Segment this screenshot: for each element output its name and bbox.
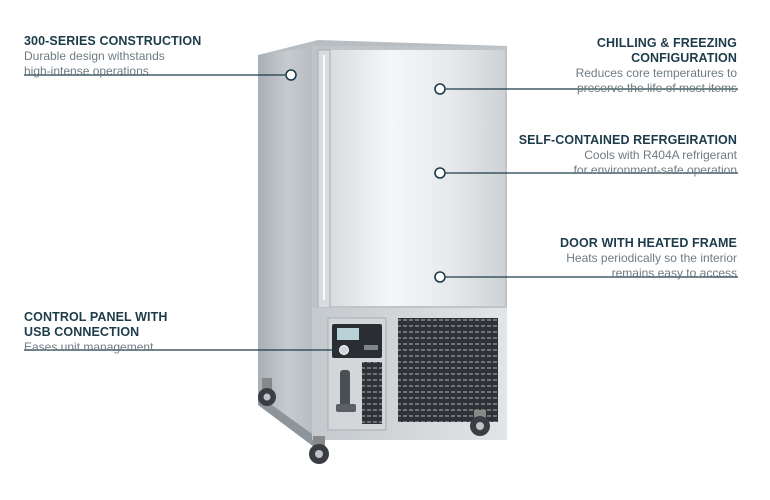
condenser-grill xyxy=(398,318,498,422)
callout-title: CHILLING & FREEZING CONFIGURATION xyxy=(596,36,737,65)
callout-title: 300-SERIES CONSTRUCTION xyxy=(24,34,202,48)
caster-left-rear xyxy=(258,378,276,406)
callout-desc: Eases unit management xyxy=(24,340,154,354)
callout-desc: Heats periodically so the interior remai… xyxy=(566,251,737,280)
control-knob xyxy=(339,345,349,355)
side-vent xyxy=(362,362,382,424)
callout-chilling: CHILLING & FREEZING CONFIGURATION Reduce… xyxy=(576,36,737,96)
callout-construction: 300-SERIES CONSTRUCTION Durable design w… xyxy=(24,34,201,79)
chilling-marker-icon xyxy=(434,83,446,95)
refrigeration-marker-icon xyxy=(434,167,446,179)
construction-marker-icon xyxy=(285,69,297,81)
door-marker-icon xyxy=(434,271,446,283)
cabinet-side xyxy=(258,46,318,438)
callout-title: DOOR WITH HEATED FRAME xyxy=(560,236,737,250)
callout-door: DOOR WITH HEATED FRAME Heats periodicall… xyxy=(560,236,737,281)
callout-title: CONTROL PANEL WITH USB CONNECTION xyxy=(24,310,168,339)
callout-desc: Reduces core temperatures to preserve th… xyxy=(575,66,737,95)
callout-desc: Cools with R404A refrigerant for environ… xyxy=(573,148,737,177)
callout-refrigeration: SELF-CONTAINED REFRGEIRATION Cools with … xyxy=(519,133,737,178)
callout-desc: Durable design withstands high-intense o… xyxy=(24,49,165,78)
callout-control-panel: CONTROL PANEL WITH USB CONNECTION Eases … xyxy=(24,310,167,355)
caster-front-right xyxy=(470,410,490,436)
callout-title: SELF-CONTAINED REFRGEIRATION xyxy=(518,133,737,147)
cabinet-door xyxy=(330,50,505,306)
caster-front-left xyxy=(309,436,329,464)
